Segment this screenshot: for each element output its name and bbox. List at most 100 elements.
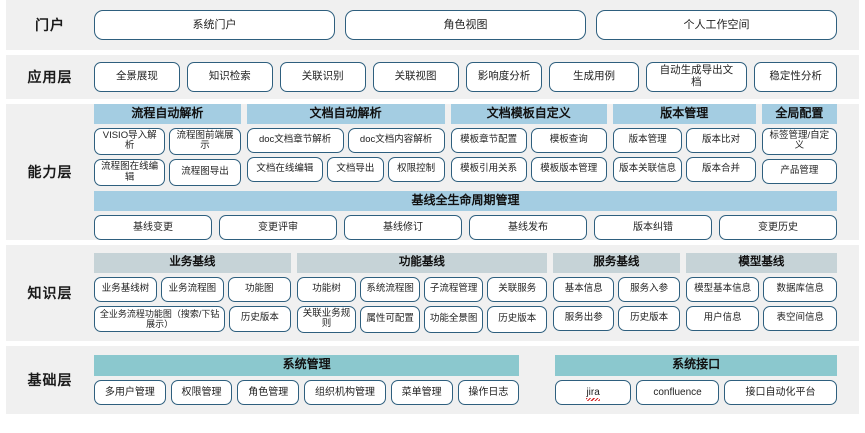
- portal-item-1[interactable]: 角色视图: [345, 10, 586, 40]
- portal-item-0[interactable]: 系统门户: [94, 10, 335, 40]
- capability-row-1-1: 文档在线编辑 文档导出 权限控制: [246, 156, 445, 182]
- knowledge-row-1-1: 关联业务规则 属性可配置 功能全景图 历史版本: [296, 305, 548, 333]
- knowledge-item-3-0-1[interactable]: 数据库信息: [763, 276, 838, 302]
- knowledge-item-2-0-1[interactable]: 服务入参: [618, 276, 680, 302]
- capability-item-0-0-0[interactable]: VISIO导入解析: [94, 127, 166, 155]
- knowledge-item-2-0-0[interactable]: 基本信息: [553, 276, 615, 302]
- foundation-group-system-interface: 系统接口 jira confluence 接口自动化平台: [555, 355, 838, 405]
- knowledge-item-1-0-2[interactable]: 子流程管理: [423, 276, 484, 302]
- foundation-row-1: jira confluence 接口自动化平台: [555, 379, 838, 405]
- foundation-item-0-2[interactable]: 角色管理: [237, 379, 300, 405]
- knowledge-group-title-0: 业务基线: [94, 253, 291, 273]
- layer-label-knowledge: 知识层: [27, 285, 73, 301]
- layer-label-capability: 能力层: [27, 164, 73, 180]
- lifecycle-title: 基线全生命周期管理: [94, 191, 837, 212]
- layer-body-foundation: 系统管理 多用户管理 权限管理 角色管理 组织机构管理 菜单管理 操作日志 系统…: [94, 350, 859, 409]
- layer-body-capability: 流程自动解析 VISIO导入解析 流程图前端展示 流程图在线编辑 流程图导出: [94, 99, 859, 246]
- knowledge-row-0-1: 全业务流程功能图（搜索/下钻展示） 历史版本: [94, 305, 291, 332]
- capability-row-2-0: 模板章节配置 模板查询: [450, 127, 607, 153]
- capability-item-0-1-1[interactable]: 流程图导出: [169, 159, 241, 187]
- knowledge-item-2-1-0[interactable]: 服务出参: [553, 305, 615, 331]
- layer-foundation: 基础层 系统管理 多用户管理 权限管理 角色管理 组织机构管理 菜单管理 操作日…: [6, 346, 859, 414]
- lifecycle-item-5[interactable]: 变更历史: [719, 215, 837, 241]
- knowledge-item-1-1-3[interactable]: 历史版本: [487, 305, 548, 333]
- lifecycle-item-1[interactable]: 变更评审: [219, 215, 337, 241]
- capability-item-1-1-1[interactable]: 文档导出: [327, 156, 384, 182]
- application-button-strip: 全景展现 知识检索 关联识别 关联视图 影响度分析 生成用例 自动生成导出文档 …: [94, 62, 838, 92]
- capability-item-0-1-0[interactable]: 流程图在线编辑: [94, 159, 166, 187]
- application-item-0[interactable]: 全景展现: [94, 62, 180, 92]
- knowledge-item-3-1-0[interactable]: 用户信息: [685, 305, 760, 331]
- capability-row-0-0: VISIO导入解析 流程图前端展示: [94, 127, 241, 155]
- knowledge-item-0-0-1[interactable]: 业务流程图: [160, 276, 224, 302]
- foundation-item-1-0[interactable]: jira: [555, 379, 632, 405]
- capability-item-2-0-0[interactable]: 模板章节配置: [450, 127, 527, 153]
- knowledge-item-0-1-0[interactable]: 全业务流程功能图（搜索/下钻展示）: [94, 305, 226, 332]
- knowledge-group-business-baseline: 业务基线 业务基线树 业务流程图 功能图 全业务流程功能图（搜索/下钻展示） 历…: [94, 253, 291, 333]
- capability-item-3-0-1[interactable]: 版本比对: [686, 127, 756, 153]
- capability-group-doc-template: 文档模板自定义 模板章节配置 模板查询 模板引用关系 模板版本管理: [450, 103, 607, 187]
- capability-item-3-1-0[interactable]: 版本关联信息: [612, 156, 683, 182]
- knowledge-item-3-0-0[interactable]: 模型基本信息: [685, 276, 760, 302]
- knowledge-item-1-1-1[interactable]: 属性可配置: [360, 305, 420, 333]
- capability-item-2-0-1[interactable]: 模板查询: [530, 127, 607, 153]
- knowledge-row-3-0: 模型基本信息 数据库信息: [685, 276, 838, 302]
- foundation-item-0-1[interactable]: 权限管理: [170, 379, 233, 405]
- capability-group-rows-2: 模板章节配置 模板查询 模板引用关系 模板版本管理: [450, 127, 607, 182]
- knowledge-item-0-0-0[interactable]: 业务基线树: [94, 276, 157, 302]
- application-item-6[interactable]: 自动生成导出文档: [645, 62, 748, 92]
- knowledge-item-1-1-0[interactable]: 关联业务规则: [296, 305, 357, 333]
- portal-button-strip: 系统门户 角色视图 个人工作空间: [94, 10, 837, 40]
- capability-item-3-1-1[interactable]: 版本合并: [686, 156, 756, 182]
- foundation-item-0-5[interactable]: 操作日志: [457, 379, 520, 405]
- lifecycle-item-2[interactable]: 基线修订: [344, 215, 462, 241]
- capability-group-version: 版本管理 版本管理 版本比对 版本关联信息 版本合并: [612, 103, 756, 187]
- application-item-1[interactable]: 知识检索: [186, 62, 273, 92]
- knowledge-item-0-1-1[interactable]: 历史版本: [229, 305, 291, 332]
- application-item-3[interactable]: 关联视图: [372, 62, 459, 92]
- capability-group-process-parse: 流程自动解析 VISIO导入解析 流程图前端展示 流程图在线编辑 流程图导出: [94, 103, 241, 187]
- foundation-item-0-3[interactable]: 组织机构管理: [304, 379, 386, 405]
- layer-capability: 能力层 流程自动解析 VISIO导入解析 流程图前端展示 流程图在线编辑 流程图…: [6, 103, 859, 241]
- capability-group-title-3: 版本管理: [612, 103, 756, 124]
- capability-item-1-1-2[interactable]: 权限控制: [387, 156, 445, 182]
- capability-item-1-0-1[interactable]: doc文档内容解析: [347, 127, 445, 153]
- foundation-item-1-1[interactable]: confluence: [636, 379, 720, 405]
- foundation-item-0-4[interactable]: 菜单管理: [390, 379, 453, 405]
- capability-item-4-1-0[interactable]: 产品管理: [761, 159, 837, 184]
- lifecycle-item-3[interactable]: 基线发布: [469, 215, 587, 241]
- capability-item-0-0-1[interactable]: 流程图前端展示: [169, 127, 241, 155]
- application-item-5[interactable]: 生成用例: [549, 62, 639, 92]
- capability-item-1-1-0[interactable]: 文档在线编辑: [246, 156, 324, 182]
- knowledge-item-1-0-0[interactable]: 功能树: [296, 276, 357, 302]
- capability-group-rows-3: 版本管理 版本比对 版本关联信息 版本合并: [612, 127, 756, 182]
- knowledge-item-1-0-1[interactable]: 系统流程图: [360, 276, 420, 302]
- knowledge-item-1-1-2[interactable]: 功能全景图: [423, 305, 484, 333]
- knowledge-group-service-baseline: 服务基线 基本信息 服务入参 服务出参 历史版本: [553, 253, 680, 333]
- capability-row-1-0: doc文档章节解析 doc文档内容解析: [246, 127, 445, 153]
- capability-item-3-0-0[interactable]: 版本管理: [612, 127, 683, 153]
- foundation-item-0-0[interactable]: 多用户管理: [94, 379, 166, 405]
- capability-item-4-0-0[interactable]: 标签管理/自定义: [761, 127, 837, 155]
- lifecycle-item-4[interactable]: 版本纠错: [594, 215, 712, 241]
- capability-item-2-1-1[interactable]: 模板版本管理: [530, 156, 607, 182]
- foundation-item-1-2[interactable]: 接口自动化平台: [724, 379, 838, 405]
- capability-item-1-0-0[interactable]: doc文档章节解析: [246, 127, 344, 153]
- portal-item-2[interactable]: 个人工作空间: [596, 10, 837, 40]
- lifecycle-item-0[interactable]: 基线变更: [94, 215, 212, 241]
- application-item-7[interactable]: 稳定性分析: [754, 62, 838, 92]
- layer-label-foundation: 基础层: [27, 372, 73, 388]
- application-item-4[interactable]: 影响度分析: [465, 62, 543, 92]
- layer-body-portal: 系统门户 角色视图 个人工作空间: [94, 5, 859, 45]
- layer-label-application: 应用层: [27, 69, 73, 85]
- knowledge-row-0-0: 业务基线树 业务流程图 功能图: [94, 276, 291, 302]
- knowledge-group-title-1: 功能基线: [296, 253, 548, 273]
- capability-item-2-1-0[interactable]: 模板引用关系: [450, 156, 527, 182]
- knowledge-item-3-1-1[interactable]: 表空间信息: [763, 305, 838, 331]
- capability-row-3-1: 版本关联信息 版本合并: [612, 156, 756, 182]
- knowledge-item-2-1-1[interactable]: 历史版本: [618, 305, 680, 331]
- knowledge-item-0-0-2[interactable]: 功能图: [227, 276, 291, 302]
- knowledge-item-1-0-3[interactable]: 关联服务: [487, 276, 548, 302]
- foundation-group-system-management: 系统管理 多用户管理 权限管理 角色管理 组织机构管理 菜单管理 操作日志: [94, 355, 520, 405]
- application-item-2[interactable]: 关联识别: [279, 62, 366, 92]
